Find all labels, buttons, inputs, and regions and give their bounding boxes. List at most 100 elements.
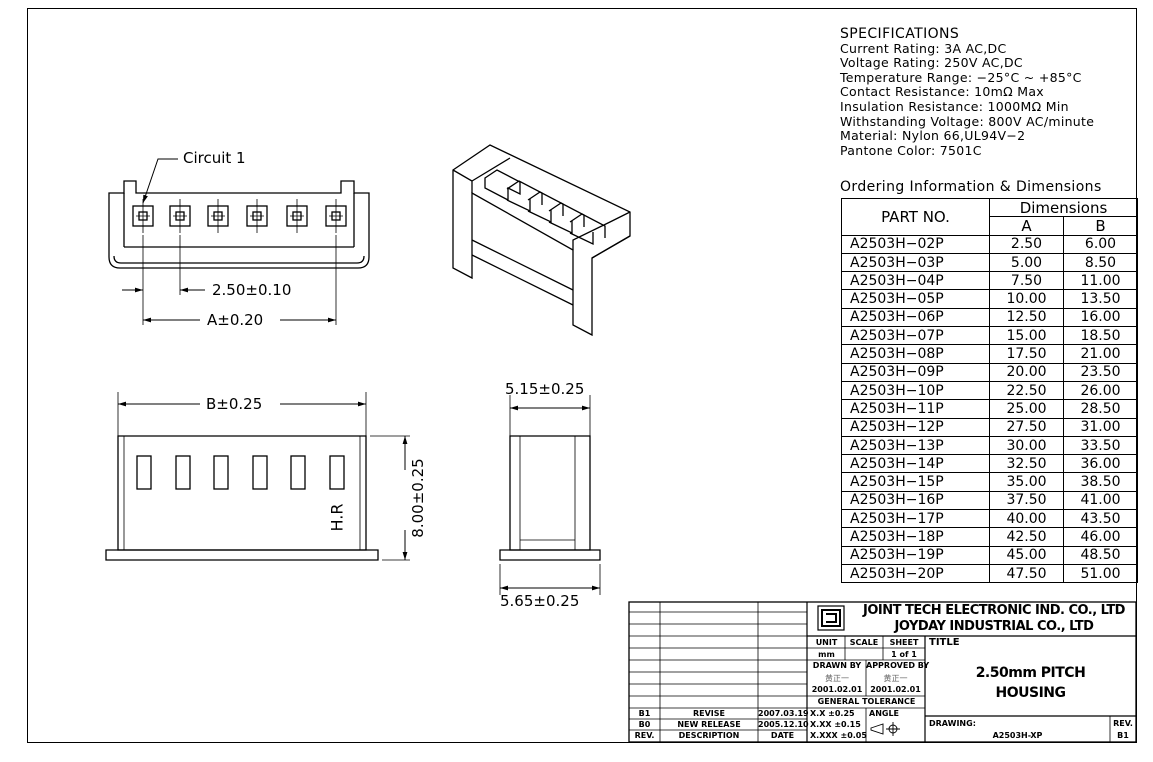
top-view: [105, 392, 410, 561]
company-name-2: JOYDAY INDUSTRIAL CO., LTD: [894, 619, 1094, 634]
isometric-view: [452, 144, 631, 337]
dim-a-cell: 20.00: [989, 362, 1064, 382]
dim-b-cell: 33.50: [1063, 435, 1138, 456]
dim-a-cell: 32.50: [989, 454, 1064, 474]
tolerance-3: X.XXX ±0.05: [810, 731, 867, 740]
spec-line: Insulation Resistance: 1000MΩ Min: [840, 98, 1069, 114]
rev-row-date: 2007.03.19: [758, 709, 809, 718]
part-number-cell: A2503H−11P: [841, 399, 990, 419]
dim-b-cell: 18.50: [1063, 326, 1138, 346]
angle-label: ANGLE: [869, 709, 900, 718]
sheet-value: 1 of 1: [891, 650, 917, 659]
dim-b-cell: 21.00: [1063, 344, 1138, 364]
rev-header: REV.: [634, 731, 655, 740]
rev-label: REV.: [1113, 719, 1133, 728]
drawn-by-label: DRAWN BY: [812, 661, 862, 670]
rev-row-desc: NEW RELEASE: [677, 720, 741, 729]
rev-row-rev: B1: [638, 709, 651, 718]
spec-line: Withstanding Voltage: 800V AC/minute: [840, 113, 1095, 129]
company-name-1: JOINT TECH ELECTRONIC IND. CO., LTD: [863, 603, 1125, 618]
title-line-2: HOUSING: [995, 685, 1067, 701]
dim-b-cell: 6.00: [1063, 234, 1138, 254]
rev-row-rev: B0: [638, 720, 651, 729]
side-view: [499, 395, 601, 595]
unit-label: UNIT: [815, 638, 838, 647]
tolerance-1: X.X ±0.25: [810, 709, 855, 718]
dim-a-cell: 47.50: [989, 563, 1064, 584]
approved-date: 2001.02.01: [870, 685, 921, 694]
rev-row-date: 2005.12.10: [758, 720, 809, 729]
part-number-cell: A2503H−20P: [841, 563, 990, 584]
part-number-cell: A2503H−10P: [841, 380, 990, 401]
spec-line: Voltage Rating: 250V AC,DC: [840, 55, 1023, 71]
spec-line: Material: Nylon 66,UL94V−2: [840, 128, 1026, 144]
drawing-no: A2503H-XP: [992, 731, 1043, 740]
circuit-1-label: Circuit 1: [183, 149, 246, 167]
approved-by-name: 黄正一: [883, 674, 908, 683]
col-b-header: B: [1063, 216, 1138, 236]
part-number-cell: A2503H−04P: [841, 271, 990, 291]
scale-label: SCALE: [849, 638, 879, 647]
title-label: TITLE: [929, 637, 960, 648]
a-dimension: A±0.20: [207, 311, 264, 329]
dim-b-cell: 11.00: [1063, 271, 1138, 291]
dim-a-cell: 40.00: [989, 509, 1064, 529]
dim-b-cell: 48.50: [1063, 545, 1138, 565]
rev-value: B1: [1117, 731, 1129, 740]
title-line-1: 2.50mm PITCH: [975, 665, 1086, 681]
dimensions-header: Dimensions: [989, 197, 1138, 218]
ordering-title: Ordering Information & Dimensions: [840, 179, 1102, 195]
width-dimension: 5.15±0.25: [505, 380, 585, 398]
spec-line: Current Rating: 3A AC,DC: [840, 40, 1007, 56]
dim-b-cell: 28.50: [1063, 399, 1138, 419]
part-number-cell: A2503H−13P: [841, 435, 990, 456]
dim-b-cell: 31.00: [1063, 417, 1138, 437]
pitch-dimension: 2.50±0.10: [212, 281, 292, 299]
spec-line: Temperature Range: −25°C ~ +85°C: [840, 69, 1082, 85]
part-number-cell: A2503H−12P: [841, 417, 990, 437]
part-number-cell: A2503H−05P: [841, 289, 990, 309]
spec-line: Pantone Color: 7501C: [840, 142, 982, 158]
drawing-no-label: DRAWING:: [929, 719, 976, 728]
specifications-heading: SPECIFICATIONS: [840, 26, 960, 42]
dim-b-cell: 16.00: [1063, 307, 1138, 328]
description-header: DESCRIPTION: [678, 731, 740, 740]
spec-line: Contact Resistance: 10mΩ Max: [840, 84, 1044, 100]
rev-row-desc: REVISE: [692, 709, 726, 718]
part-number-cell: A2503H−18P: [841, 527, 990, 547]
dim-b-cell: 51.00: [1063, 563, 1138, 584]
sheet-label: SHEET: [889, 638, 919, 647]
b-dimension: B±0.25: [206, 395, 263, 413]
dim-a-cell: 30.00: [989, 435, 1064, 456]
base-dimension: 5.65±0.25: [500, 592, 580, 610]
dim-a-cell: 17.50: [989, 344, 1064, 364]
dim-b-cell: 13.50: [1063, 289, 1138, 309]
dim-b-cell: 41.00: [1063, 490, 1138, 511]
unit-value: mm: [818, 650, 835, 659]
dim-a-cell: 27.50: [989, 417, 1064, 437]
date-header: DATE: [770, 731, 795, 740]
tolerance-label: GENERAL TOLERANCE: [817, 697, 916, 706]
dim-a-cell: 15.00: [989, 326, 1064, 346]
specifications-block: SPECIFICATIONS Current Rating: 3A AC,DC …: [840, 27, 1094, 158]
approved-by-label: APPROVED BY: [866, 661, 930, 670]
dim-a-cell: 42.50: [989, 527, 1064, 547]
drawn-by-name: 黄正一: [825, 674, 849, 683]
tolerance-2: X.XX ±0.15: [810, 720, 861, 729]
dim-b-cell: 38.50: [1063, 472, 1138, 492]
